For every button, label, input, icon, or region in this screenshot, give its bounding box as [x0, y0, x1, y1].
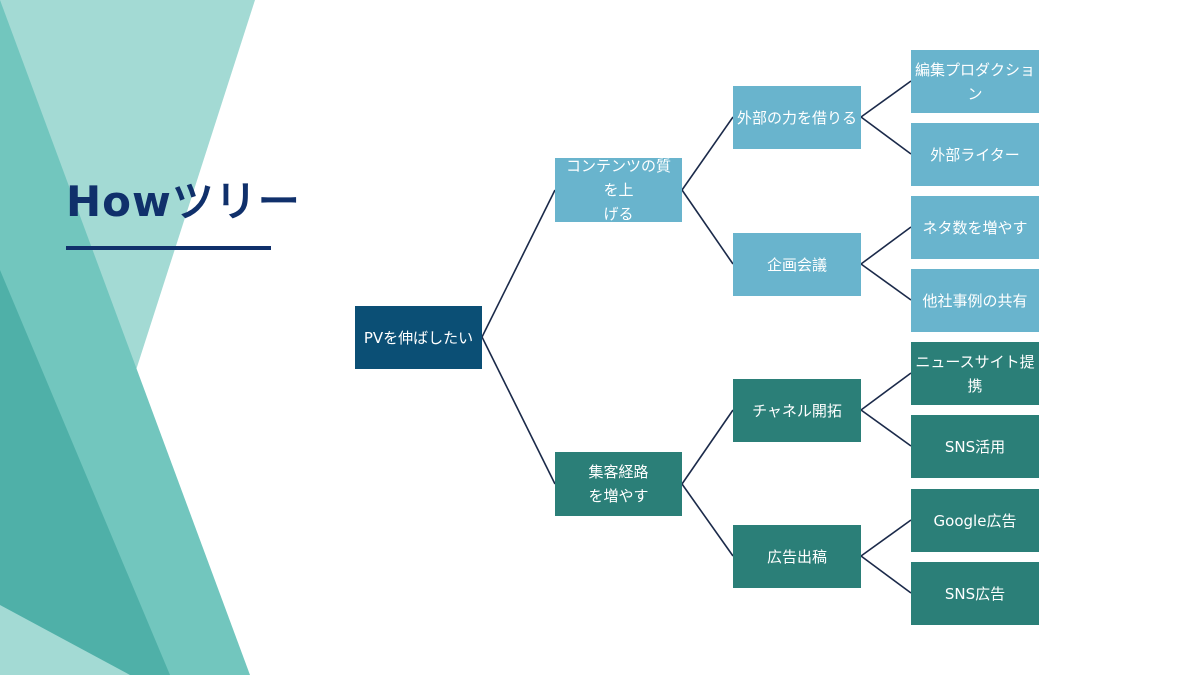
sub-node-external-help: 外部の力を借りる	[733, 86, 861, 149]
connector-root-to-branch-2	[481, 336, 556, 485]
sub-node-channel-development: チャネル開拓	[733, 379, 861, 442]
connector-sub-1-leaf-1	[860, 80, 912, 118]
connector-root-to-branch-1	[481, 189, 556, 338]
connector-sub-2-leaf-2	[860, 263, 912, 301]
connector-branch-2-to-sub-2	[681, 483, 734, 557]
leaf-node-news-site-partnership: ニュースサイト提携	[911, 342, 1039, 405]
branch-node-label-line-2: を増やす	[588, 487, 649, 505]
branch-node-content-quality: コンテンツの質を上 げる	[555, 157, 682, 223]
branch-node-label-line-2: げる	[603, 205, 634, 223]
connector-branch-2-to-sub-1	[681, 409, 734, 485]
tree-root-node: PVを伸ばしたい	[355, 306, 482, 369]
leaf-node-label: ネタ数を増やす	[922, 218, 1028, 237]
connector-sub-3-leaf-2	[860, 409, 912, 447]
branch-node-label-line-1: 集客経路	[588, 463, 649, 481]
leaf-node-label: SNS広告	[944, 584, 1006, 603]
connector-branch-1-to-sub-1	[681, 116, 734, 191]
leaf-node-google-ads: Google広告	[911, 489, 1039, 552]
leaf-node-competitor-cases: 他社事例の共有	[911, 269, 1039, 332]
tree-root-label: PVを伸ばしたい	[363, 328, 474, 347]
sub-node-label: 企画会議	[766, 255, 827, 274]
leaf-node-sns-ads: SNS広告	[911, 562, 1039, 625]
title-underline	[66, 246, 271, 250]
decor-triangle-dark	[0, 270, 170, 675]
sub-node-planning-meeting: 企画会議	[733, 233, 861, 296]
leaf-node-sns-usage: SNS活用	[911, 415, 1039, 478]
leaf-node-external-writer: 外部ライター	[911, 123, 1039, 186]
branch-node-label-line-1: コンテンツの質を上	[565, 157, 671, 199]
sub-node-advertising: 広告出稿	[733, 525, 861, 588]
connector-sub-2-leaf-1	[860, 226, 912, 265]
connector-sub-4-leaf-2	[860, 555, 912, 594]
leaf-node-label: 他社事例の共有	[922, 291, 1028, 310]
leaf-node-label: ニュースサイト提携	[915, 352, 1035, 395]
leaf-node-label: Google広告	[933, 511, 1017, 530]
leaf-node-editorial-production: 編集プロダクション	[911, 50, 1039, 113]
connector-sub-1-leaf-2	[860, 116, 912, 155]
sub-node-label: 広告出稿	[766, 547, 827, 566]
leaf-node-label: SNS活用	[944, 437, 1006, 456]
sub-node-label: チャネル開拓	[752, 401, 842, 420]
leaf-node-label: 外部ライター	[930, 145, 1020, 164]
connector-branch-1-to-sub-2	[681, 189, 734, 265]
connector-sub-3-leaf-1	[860, 372, 912, 411]
branch-node-acquisition-channels: 集客経路 を増やす	[555, 452, 682, 516]
decor-triangle-corner	[0, 605, 130, 675]
connector-sub-4-leaf-1	[860, 519, 912, 557]
leaf-node-label: 編集プロダクション	[915, 60, 1036, 103]
leaf-node-more-ideas: ネタ数を増やす	[911, 196, 1039, 259]
page-title: Howツリー	[66, 177, 301, 226]
sub-node-label: 外部の力を借りる	[737, 108, 858, 127]
